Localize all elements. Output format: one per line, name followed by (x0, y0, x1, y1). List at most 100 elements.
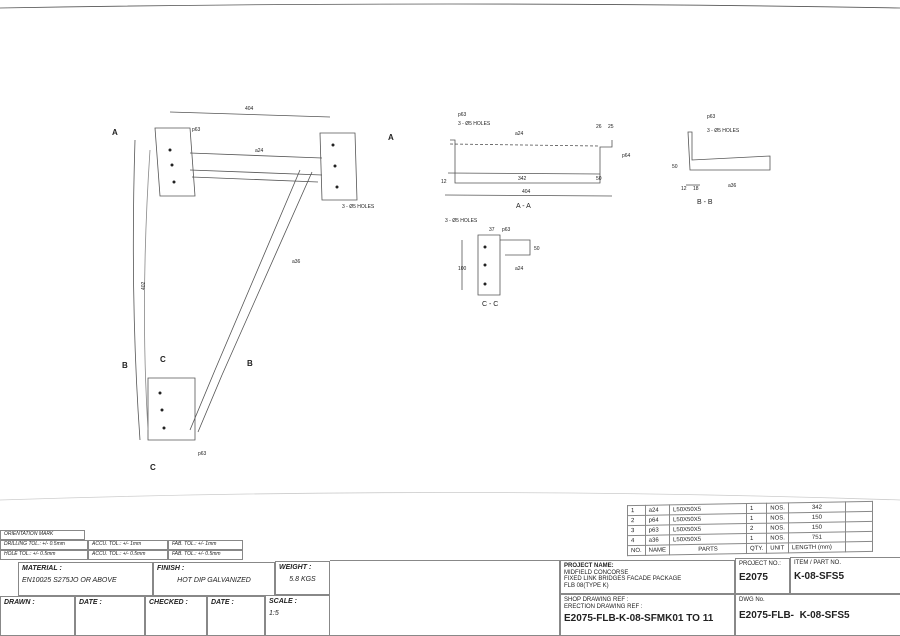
scale-value: 1:5 (269, 609, 279, 617)
label-a24: a24 (255, 148, 264, 154)
holes-note: 3 - Ø5 HOLES (458, 121, 491, 127)
cell: 1 (746, 533, 767, 544)
tolerance: DRILLING TOL.: +/- 0.5mm (0, 540, 88, 550)
cell: NOS. (766, 502, 789, 514)
sheet-border-bottom (0, 492, 900, 501)
label-p63: p63 (192, 127, 201, 133)
tolerance: FAB. TOL.: +/- 0.5mm (168, 550, 243, 560)
cell: NOS. (766, 532, 789, 544)
section-b-b (686, 131, 771, 186)
project-name-label: PROJECT NAME: (564, 563, 614, 569)
label-p63-bottom: p63 (198, 451, 207, 457)
cell: a24 (645, 504, 670, 516)
holes-note: 3 - Ø5 HOLES (707, 128, 740, 134)
finish-value: HOT DIP GALVANIZED (177, 576, 251, 584)
dim: 12 (681, 186, 687, 192)
section-c-c (461, 234, 531, 296)
section-marker-c: C (160, 355, 166, 364)
dim: 18 (693, 186, 699, 192)
label: a24 (515, 131, 524, 137)
orientation-mark: ORIENTATION MARK (0, 530, 85, 540)
item-part-no-cell: ITEM / PART NO. K-08-SFS5 (790, 557, 900, 594)
weight-label: WEIGHT : (279, 564, 312, 571)
shop-drawing-ref-label: SHOP DRAWING REF : (564, 597, 629, 603)
section-title-b: B - B (697, 199, 713, 206)
dim: 404 (522, 189, 531, 195)
date2-label: DATE : (211, 599, 234, 606)
project-no: E2075 (739, 571, 768, 583)
item-part-no: K-08-SFS5 (794, 570, 845, 582)
checked-cell: CHECKED : (145, 596, 207, 636)
cell: a36 (645, 534, 670, 546)
label: p63 (707, 114, 716, 120)
holes-note: 3 - Ø5 HOLES (342, 204, 375, 210)
cell (845, 501, 873, 512)
dwg-no-cell: DWG No. E2075-FLB- K-08-SFS5 (735, 594, 900, 636)
material-cell: MATERIAL : EN10025 S275JO OR ABOVE (18, 562, 153, 596)
dim-top: 404 (245, 106, 254, 112)
dim: 50 (596, 176, 602, 182)
finish-cell: FINISH : HOT DIP GALVANIZED (153, 562, 275, 596)
dim: 37 (489, 227, 495, 233)
label: p63 (458, 112, 467, 118)
cell: NOS. (766, 512, 789, 524)
label-a36: a36 (292, 259, 301, 265)
dim: 25 (608, 124, 614, 130)
tolerance: ACCU. TOL.: +/- 0.5mm (88, 550, 168, 560)
header-cell: UNIT (766, 542, 789, 554)
checked-label: CHECKED : (149, 599, 188, 606)
dim: 100 (458, 266, 467, 272)
section-marker-c: C (150, 463, 156, 472)
cell (845, 511, 873, 522)
label: p64 (622, 153, 631, 159)
cell: 2 (627, 515, 646, 526)
finish-label: FINISH : (157, 565, 185, 572)
dwg-no-label: DWG No. (739, 597, 765, 603)
material-value: EN10025 S275JO OR ABOVE (22, 576, 117, 584)
header-cell: LENGTH (mm) (788, 541, 846, 553)
dim: 342 (518, 176, 527, 182)
project-name-cell: PROJECT NAME: MIDFIELD CONCORSE FIXED LI… (560, 560, 735, 594)
drawing-ref-cell: SHOP DRAWING REF : ERECTION DRAWING REF … (560, 594, 735, 636)
cell: 2 (746, 523, 767, 534)
main-elevation (132, 111, 358, 441)
cell: p64 (645, 514, 670, 526)
project-name-line: FLB 08(TYPE K) (564, 582, 609, 589)
holes-note: 3 - Ø5 HOLES (445, 218, 478, 224)
section-title-a: A - A (516, 203, 531, 210)
cell: 1 (746, 513, 767, 524)
section-title-c: C - C (482, 301, 498, 308)
weight-cell: WEIGHT : 5.8 KGS (275, 561, 330, 595)
drawn-cell: DRAWN : (0, 596, 75, 636)
section-a-a (444, 139, 613, 197)
dim: 50 (534, 246, 540, 252)
scale-label: SCALE : (269, 598, 297, 605)
cell: 1 (746, 503, 767, 514)
cell: 4 (627, 535, 646, 546)
project-no-label: PROJECT NO.: (739, 561, 781, 567)
drawn-label: DRAWN : (4, 599, 35, 606)
material-label: MATERIAL : (22, 565, 62, 572)
item-part-no-label: ITEM / PART NO. (794, 560, 842, 566)
dim: 50 (672, 164, 678, 170)
erection-drawing-ref-label: ERECTION DRAWING REF : (564, 603, 643, 610)
header-cell: NO. (627, 545, 646, 556)
date2-cell: DATE : (207, 596, 265, 636)
tolerance: FAB. TOL.: +/- 1mm (168, 540, 243, 550)
cell (845, 531, 873, 542)
label: a24 (515, 266, 524, 272)
header-cell: NAME (645, 544, 670, 556)
weight-value: 5.8 KGS (289, 575, 316, 583)
project-name-line: MIDFIELD CONCORSE (564, 569, 629, 576)
scale-cell: SCALE : 1:5 (265, 595, 330, 636)
tolerance: ACCU. TOL.: +/- 1mm (88, 540, 168, 550)
dim-height: 402 (141, 281, 147, 290)
section-marker-b: B (247, 359, 253, 368)
tolerance: HOLE TOL.: +/- 0.5mm (0, 550, 88, 560)
dim: 26 (596, 124, 602, 130)
section-marker-b: B (122, 361, 128, 370)
sheet-border-top (0, 3, 900, 9)
cell: NOS. (766, 522, 789, 534)
date-label: DATE : (79, 599, 102, 606)
blank-cell (330, 560, 560, 636)
